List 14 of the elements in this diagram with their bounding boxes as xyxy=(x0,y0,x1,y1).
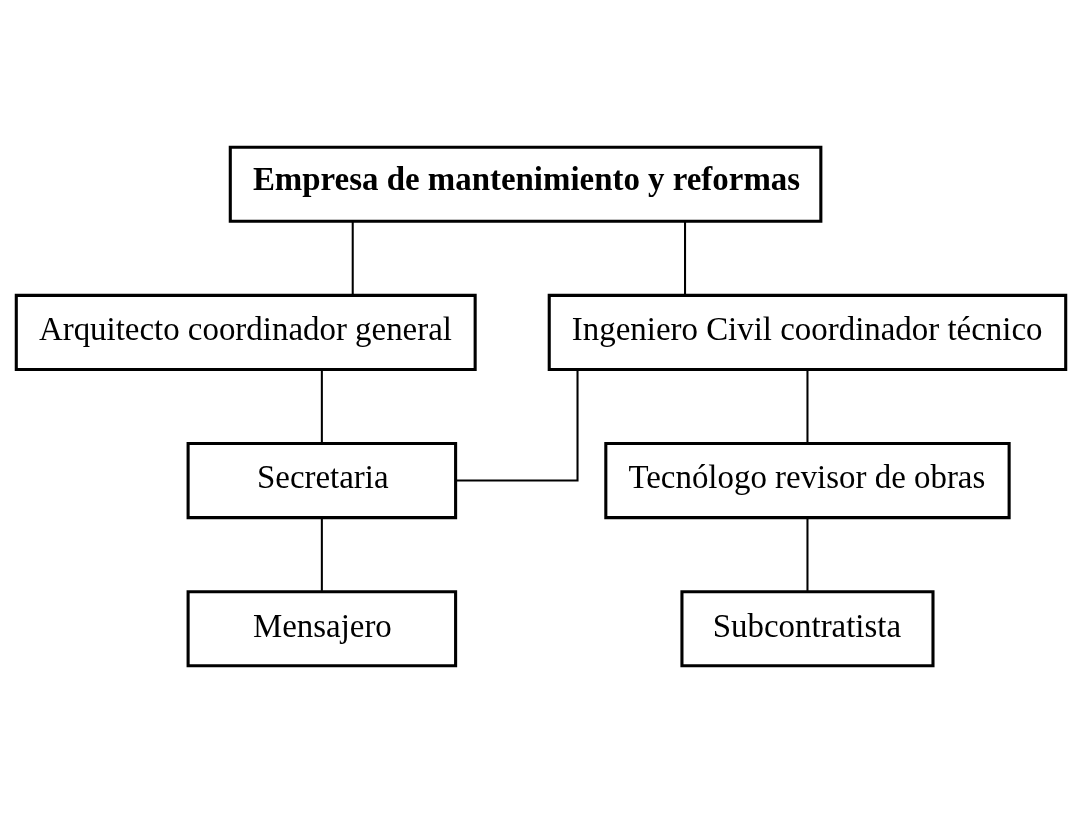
node-box: Tecnólogo revisor de obras xyxy=(604,442,1011,520)
connector xyxy=(806,517,809,591)
connector xyxy=(351,221,354,295)
connector xyxy=(320,517,323,591)
node-box: Arquitecto coordinador general xyxy=(14,293,477,371)
node-box: Empresa de mantenimiento y reformas xyxy=(228,145,823,223)
node-box: Ingeniero Civil coordinador técnico xyxy=(547,293,1068,371)
node-box: Secretaria xyxy=(186,442,458,520)
connector xyxy=(320,369,323,443)
node-box: Subcontratista xyxy=(680,590,935,668)
node-box: Mensajero xyxy=(186,590,458,668)
connector xyxy=(684,221,687,295)
connector xyxy=(806,369,809,443)
connector xyxy=(455,369,579,482)
